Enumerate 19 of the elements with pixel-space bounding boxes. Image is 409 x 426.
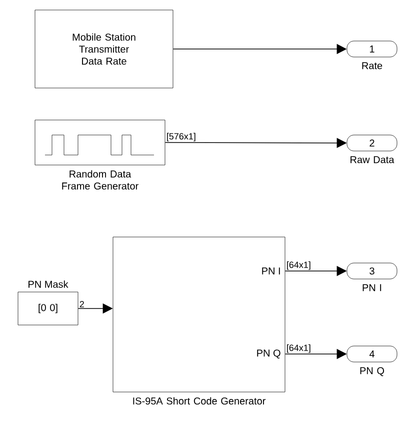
block-label: Random Data Frame Generator: [62, 170, 138, 190]
port-label: PN I: [262, 268, 280, 274]
block-label: PN I: [362, 284, 382, 292]
outport-block: 1: [346, 40, 398, 58]
outport-block: 4: [346, 346, 398, 362]
block: Mobile Station Transmitter Data Rate: [34, 10, 174, 88]
signal-dimension: 2: [80, 301, 84, 308]
block-label: Rate: [362, 62, 382, 70]
signal-dimension: [64x1]: [287, 261, 310, 270]
outport-block: 3: [346, 262, 398, 280]
block-label: Raw Data: [350, 156, 394, 164]
port-label: PN Q: [257, 350, 280, 358]
block: [0 0]: [18, 292, 78, 326]
block-label: PN Q: [360, 367, 384, 376]
block-label: PN Mask: [28, 280, 68, 288]
signal-dimension: [64x1]: [287, 344, 310, 353]
block-label: IS-95A Short Code Generator: [133, 397, 266, 405]
signal-dimension: [576x1]: [167, 132, 196, 142]
outport-block: 2: [346, 134, 398, 152]
